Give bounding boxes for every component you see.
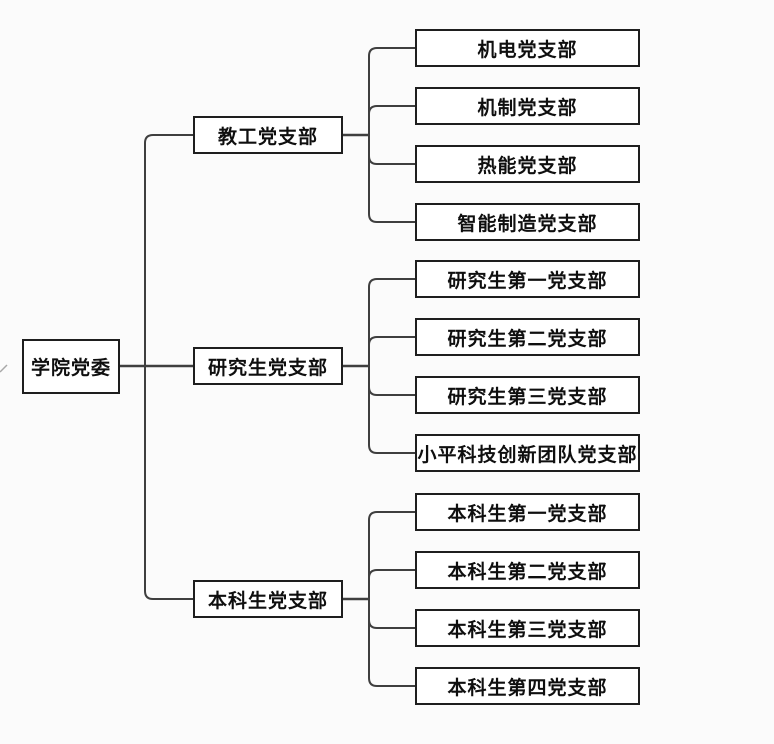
connector	[368, 366, 415, 454]
branch-node-1: 研究生党支部	[193, 347, 343, 385]
root-node: 学院党委	[22, 339, 120, 394]
leaf-node: 机电党支部	[415, 29, 640, 67]
leaf-node: 研究生第三党支部	[415, 376, 640, 414]
leaf-node: 研究生第一党支部	[415, 260, 640, 298]
leaf-node: 研究生第二党支部	[415, 318, 640, 356]
connector	[144, 134, 193, 366]
connector	[368, 278, 415, 366]
connector	[368, 366, 415, 396]
connector	[368, 47, 415, 135]
connector	[368, 569, 415, 599]
connector	[368, 599, 415, 629]
scan-artifact	[0, 364, 8, 373]
connector	[368, 105, 415, 135]
leaf-node: 本科生第二党支部	[415, 551, 640, 589]
leaf-node: 本科生第三党支部	[415, 609, 640, 647]
leaf-node: 热能党支部	[415, 145, 640, 183]
connector	[144, 366, 193, 600]
connector	[368, 336, 415, 366]
leaf-node: 小平科技创新团队党支部	[415, 434, 640, 472]
branch-node-2: 本科生党支部	[193, 580, 343, 618]
leaf-node: 本科生第一党支部	[415, 493, 640, 531]
connector	[368, 599, 415, 687]
leaf-node: 机制党支部	[415, 87, 640, 125]
leaf-node: 智能制造党支部	[415, 203, 640, 241]
leaf-node: 本科生第四党支部	[415, 667, 640, 705]
connector	[368, 135, 415, 165]
branch-node-0: 教工党支部	[193, 116, 343, 154]
connector	[368, 511, 415, 599]
connector	[368, 135, 415, 223]
